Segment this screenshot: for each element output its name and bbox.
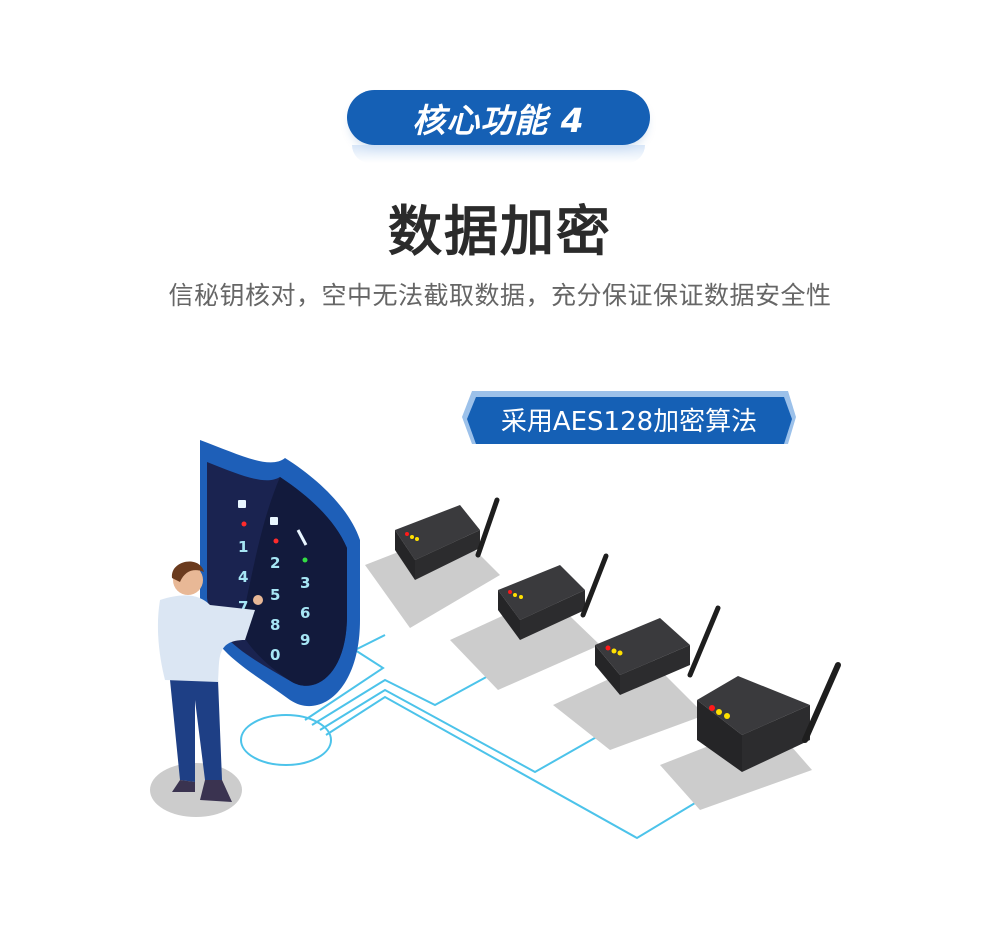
device-2-router-icon (450, 553, 609, 690)
aes-feature-tag-label: 采用AES128加密算法 (500, 407, 758, 437)
svg-text:5: 5 (270, 586, 280, 604)
security-shield-icon: 1 2 3 4 5 6 7 8 9 0 (200, 440, 360, 707)
person-shadow (150, 763, 242, 817)
svg-text:2: 2 (270, 554, 280, 572)
page-title: 数据加密 (388, 200, 612, 263)
svg-text:7: 7 (238, 598, 248, 616)
svg-text:6: 6 (300, 604, 310, 622)
badge-reflection (352, 145, 645, 163)
device-4-router-icon (660, 662, 841, 810)
svg-text:4: 4 (238, 568, 248, 586)
tag-shape (462, 391, 796, 444)
device-3-router-icon (553, 605, 721, 750)
svg-text:0: 0 (270, 646, 280, 664)
core-feature-badge-label: 核心功能 4 (412, 100, 585, 140)
svg-text:9: 9 (300, 631, 310, 649)
page-subtitle: 信秘钥核对，空中无法截取数据，充分保证保证数据安全性 (168, 281, 832, 310)
svg-text:3: 3 (300, 574, 310, 592)
svg-text:1: 1 (238, 538, 248, 556)
svg-text:8: 8 (270, 616, 280, 634)
aes-feature-tag: 采用AES128加密算法 (462, 391, 796, 444)
network-lines (240, 634, 701, 840)
person-figure (157, 561, 263, 802)
core-feature-badge: 核心功能 4 (347, 90, 650, 145)
device-1-router-icon (365, 497, 500, 628)
